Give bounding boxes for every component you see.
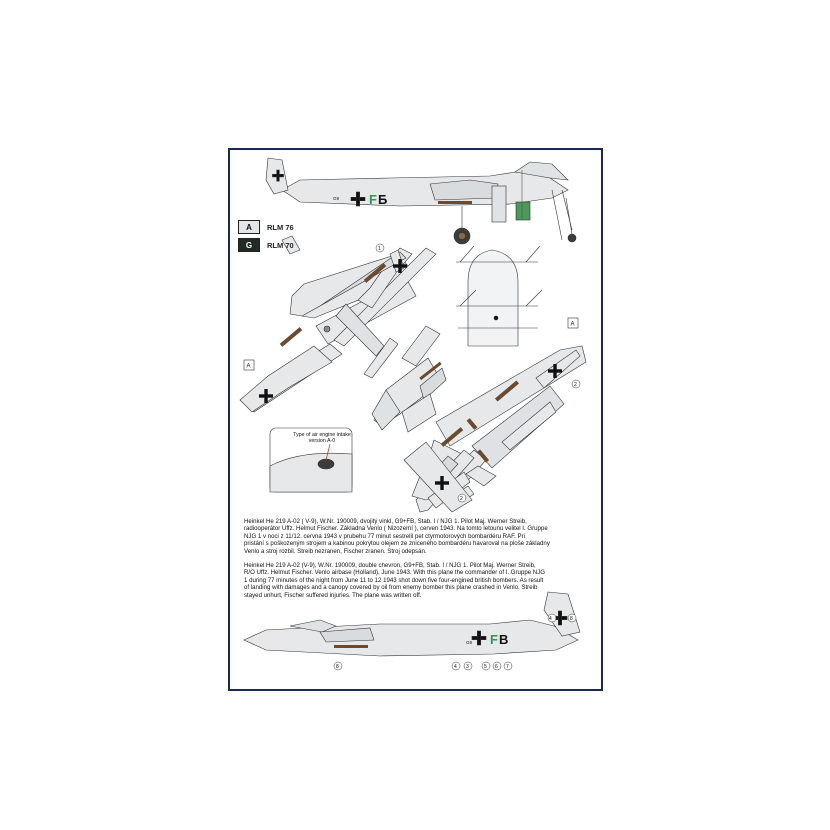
caption-line: Heinkel He 219 A-02 ( V-9), W.Nr. 190009… — [244, 518, 527, 525]
stencil-4-top: 4 — [549, 616, 552, 622]
inset-callout: Type of air engine intake version A-0 — [293, 432, 351, 445]
legend-swatch-a: A — [238, 220, 260, 234]
caption-line: pristání s poškozeným strojem a kabinou … — [244, 540, 550, 548]
side-view-top — [265, 157, 577, 245]
stencil-3: 3 — [466, 664, 469, 670]
plan-view-fuselage — [371, 325, 447, 433]
legend-item-rlm76: A RLM 76 — [238, 220, 294, 234]
stencil-2a: 2 — [574, 382, 577, 388]
intake-inset — [269, 427, 353, 493]
plan-view-left — [239, 235, 437, 413]
side-code-top: FБ — [369, 192, 387, 207]
view-tag-left: A — [247, 364, 251, 370]
caption-line: Heinkel He 219 A-02 (V-9), W.Nr. 190009,… — [244, 562, 536, 569]
stencil-8: 8 — [336, 664, 339, 670]
caption-line: R/O Uffz. Helmut Fischer. Venlo airbase … — [244, 569, 545, 577]
caption-line: 1 during 77 minutes of the night from Ju… — [244, 576, 544, 584]
legend-swatch-g: G — [238, 238, 260, 252]
stencil-8-top: 8 — [570, 616, 573, 622]
view-tag-right: A — [571, 322, 575, 328]
legend-label-a: RLM 76 — [267, 222, 294, 232]
instruction-sheet: G9 FБ — [228, 148, 603, 691]
caption-line: radiooperátor Uffz. Helmut Fischer. Zákl… — [244, 525, 548, 533]
side-view-bottom — [243, 591, 581, 657]
aircraft-drawings: G9 FБ — [239, 157, 587, 671]
antenna-detail — [456, 245, 543, 347]
stencil-7: 7 — [506, 664, 509, 670]
caption-line: of landing with damages and a canopy cov… — [244, 584, 538, 592]
caption-czech: Heinkel He 219 A-02 ( V-9), W.Nr. 190009… — [244, 518, 584, 555]
side-code-small-bottom: G9 — [466, 640, 473, 645]
stencil-5: 5 — [484, 664, 487, 670]
caption-line: stayed unhurt, Fischer suffered injuries… — [244, 591, 422, 599]
caption-line: Venlo a stroj rozbil. Streib nezranen, F… — [244, 547, 427, 555]
stencil-1: 1 — [378, 246, 381, 252]
caption-line: NJG 1 v noci z 11/12. cervna 1943 v prub… — [244, 532, 526, 540]
side-code-bottom: FB — [490, 632, 508, 647]
legend-label-g: RLM 70 — [267, 240, 294, 250]
stencil-2b: 2 — [460, 496, 463, 502]
stencil-6: 6 — [495, 664, 498, 670]
side-code-small-top: G9 — [333, 196, 340, 201]
legend-item-rlm70: G RLM 70 — [238, 238, 294, 252]
stencil-4: 4 — [454, 664, 457, 670]
caption-english: Heinkel He 219 A-02 (V-9), W.Nr. 190009,… — [244, 562, 584, 599]
